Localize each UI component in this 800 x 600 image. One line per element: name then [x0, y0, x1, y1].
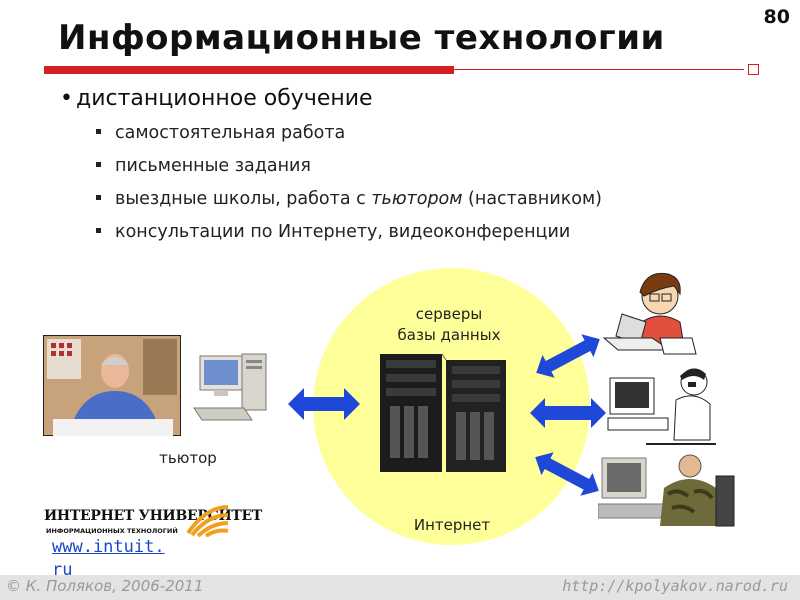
title-underline-line [454, 69, 744, 70]
tutor-computer-icon [193, 353, 267, 421]
double-arrow-icon [530, 398, 606, 428]
bullet-dot-icon: • [60, 86, 73, 111]
footer-bar [0, 575, 800, 600]
main-bullet: •дистанционное обучение [60, 86, 373, 111]
tutor-label: тьютор [159, 449, 217, 467]
student-soldier-icon [598, 454, 735, 527]
student-computer-icon [607, 368, 716, 445]
double-arrow-icon [288, 388, 360, 420]
internet-label: Интернет [413, 516, 491, 534]
footer-url: http://kpolyakov.narod.ru [562, 577, 788, 595]
intuit-link-line1: www.intuit. [52, 537, 165, 557]
sub-item: самостоятельная работа [96, 123, 345, 143]
footer-copyright: © К. Поляков, 2006-2011 [6, 577, 204, 595]
sub-item: письменные задания [96, 156, 311, 176]
servers-label-line2: базы данных [397, 326, 501, 344]
main-bullet-text: дистанционное обучение [76, 86, 373, 111]
student-laptop-icon [602, 272, 697, 355]
slide-title: Информационные технологии [58, 18, 665, 58]
servers-label-line1: серверы [415, 305, 483, 323]
university-logo-icon [186, 505, 229, 537]
tutor-photo [43, 335, 181, 436]
double-arrow-icon [535, 452, 599, 496]
sub-item-text-after: (наставником) [462, 189, 603, 209]
server-rack-icon [380, 354, 506, 472]
university-logo-subtext: ИНФОРМАЦИОННЫХ ТЕХНОЛОГИЙ [46, 527, 178, 535]
sub-item: выездные школы, работа с тьютором (наста… [96, 189, 602, 209]
sub-item-emphasis: тьютором [371, 189, 463, 209]
title-underline-square [748, 64, 759, 75]
bullet-square-icon [96, 194, 101, 200]
bullet-square-icon [96, 161, 101, 167]
sub-item-text: консультации по Интернету, видеоконферен… [115, 222, 571, 242]
sub-item-text: самостоятельная работа [115, 123, 346, 143]
sub-item: консультации по Интернету, видеоконферен… [96, 222, 570, 242]
bullet-square-icon [96, 227, 101, 233]
title-underline-bar [44, 66, 454, 74]
double-arrow-icon [536, 334, 600, 378]
bullet-square-icon [96, 128, 101, 134]
sub-item-text-before: выездные школы, работа с [115, 189, 372, 209]
slide-number: 80 [763, 6, 790, 28]
sub-item-text: письменные задания [115, 156, 311, 176]
